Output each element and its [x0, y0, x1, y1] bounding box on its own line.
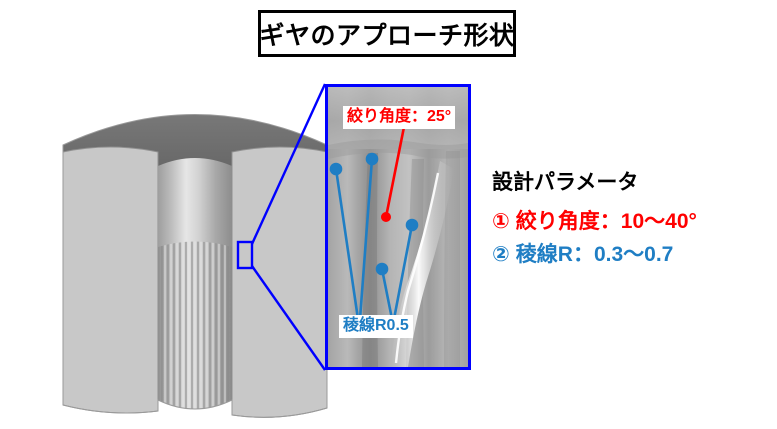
ridge-leader-dot-4 — [405, 218, 419, 232]
angle-leader-dot — [381, 212, 391, 222]
parameter-row-1: ① 絞り角度：10〜40° — [492, 205, 762, 235]
gear-model-graphic — [62, 114, 328, 418]
ridge-leaders — [329, 152, 419, 320]
parameter-row-2: ② 稜線R：0.3〜0.7 — [492, 238, 762, 268]
gear-right-wall — [231, 146, 328, 418]
inset-groove-far-right — [444, 151, 460, 367]
parameters-heading: 設計パラメータ — [492, 171, 639, 194]
gear-left-wall — [62, 146, 159, 414]
inset-shoulder-shadow — [328, 139, 468, 159]
title-box: ギヤのアプローチ形状 — [258, 10, 516, 57]
ridge-leader-dot-2 — [365, 152, 379, 166]
inset-detail-graphic — [328, 87, 468, 367]
angle-callout-label: 絞り角度：25° — [343, 106, 456, 129]
angle-leader — [381, 126, 406, 222]
page-title: ギヤのアプローチ形状 — [259, 21, 515, 50]
ridge-leader-dot-1 — [329, 162, 343, 176]
gear-outline — [62, 114, 328, 418]
parameter-text-2: 稜線R：0.3〜0.7 — [515, 243, 674, 266]
parameter-text-1: 絞り角度：10〜40° — [515, 210, 697, 233]
ridge-leader-dot-3 — [375, 262, 389, 276]
gear-spline-teeth — [161, 241, 229, 409]
gear-hub-cylinder — [158, 158, 232, 252]
inset-groove-left — [362, 153, 378, 367]
parameter-marker-2: ② — [492, 243, 510, 266]
parameter-marker-1: ① — [492, 210, 510, 233]
ridge-callout-label: 稜線R0.5 — [339, 315, 413, 338]
magnified-detail-panel: 絞り角度：25° 稜線R0.5 — [325, 84, 471, 370]
gear-3d-model — [55, 70, 335, 420]
design-parameters: 設計パラメータ ① 絞り角度：10〜40° ② 稜線R：0.3〜0.7 — [492, 166, 762, 271]
